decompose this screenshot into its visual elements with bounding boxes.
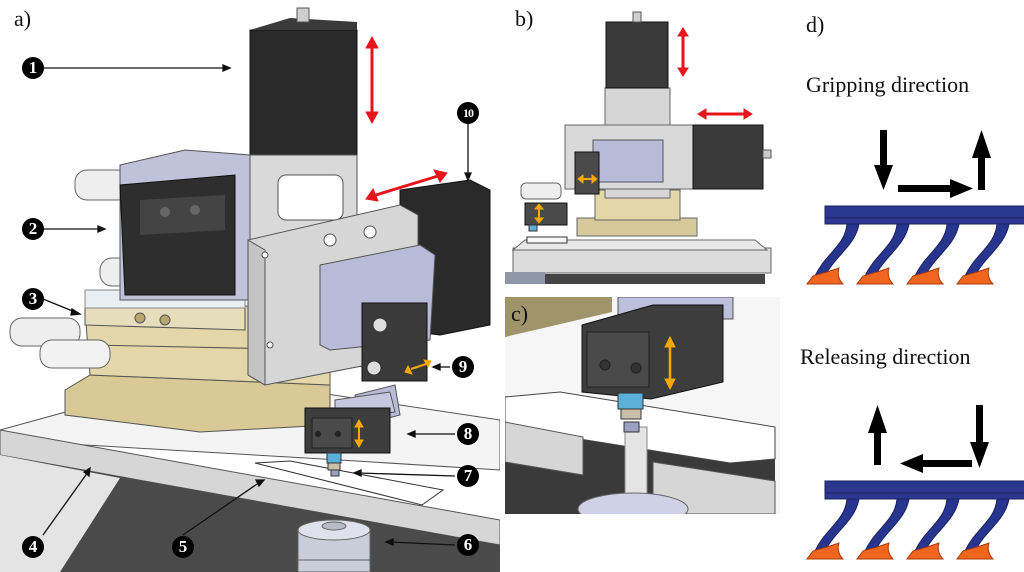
rotator-block (361, 302, 428, 382)
shadow (0, 455, 500, 572)
part-marker-4: 4 (22, 536, 44, 558)
b-horizontal-motion-arrow (697, 108, 753, 120)
c-z-motion-arrow (664, 335, 676, 391)
part-marker-8: 8 (457, 423, 479, 445)
releasing-fiber-tip (906, 542, 945, 560)
panel-a: a) 1 2 3 4 5 6 7 8 9 10 (0, 0, 500, 572)
releasing-up-arrow (868, 405, 887, 465)
panel-d-label: d) (806, 12, 825, 37)
part-marker-3: 3 (22, 288, 44, 310)
releasing-direction-caption: Releasing direction (800, 344, 971, 369)
gripping-up-arrow (972, 130, 991, 190)
gripping-fiber-tip (906, 267, 945, 285)
leader-lines (42, 64, 472, 546)
gripping-gripper (824, 205, 1024, 225)
objective-lens (297, 519, 371, 572)
gripping-fiber-tip (806, 267, 845, 285)
releasing-left-arrow (900, 454, 972, 473)
part-marker-9: 9 (452, 356, 474, 378)
panel-d: d) Gripping direction Releasing directio… (790, 0, 1024, 572)
panel-c-label: c) (511, 301, 529, 326)
vertical-motion-arrow (365, 35, 379, 125)
part-marker-10: 10 (457, 102, 479, 124)
gripping-down-arrow (874, 130, 893, 190)
gripping-right-arrow (898, 179, 973, 198)
horizontal-motion-arrow (365, 169, 448, 202)
gripping-fiber-tip (856, 267, 895, 285)
part-marker-5: 5 (172, 536, 194, 558)
panel-a-label: a) (14, 6, 32, 31)
rotation-stage (119, 149, 251, 301)
z-motion-arrow (354, 418, 364, 449)
part-marker-6: 6 (457, 534, 479, 556)
panel-b-illustration (505, 11, 772, 284)
part-marker-7: 7 (457, 465, 479, 487)
b-z-motion-arrow (533, 203, 545, 224)
gripping-fiber-tip (956, 267, 995, 285)
z-actuator (304, 407, 391, 477)
part-marker-1: 1 (22, 57, 44, 79)
b-rotation-motion-arrow (577, 173, 598, 185)
base-plate-front (0, 429, 500, 546)
panel-a-illustration (0, 7, 500, 572)
panel-b: b) (505, 0, 790, 285)
panel-b-label: b) (515, 6, 534, 31)
panel-c-illustration (505, 297, 780, 514)
panel-c: c) (505, 297, 780, 514)
gripping-direction-caption: Gripping direction (806, 72, 970, 97)
releasing-fiber-tip (856, 542, 895, 560)
b-vertical-motion-arrow (677, 27, 689, 77)
gripper-diagrams (806, 130, 1024, 560)
glass-slide (254, 460, 445, 506)
releasing-down-arrow (970, 405, 989, 468)
releasing-fiber-tip (806, 542, 845, 560)
part-marker-2: 2 (22, 218, 44, 240)
releasing-gripper (824, 480, 1024, 500)
releasing-fiber-tip (956, 542, 995, 560)
rotation-motion-arrow (404, 359, 432, 375)
